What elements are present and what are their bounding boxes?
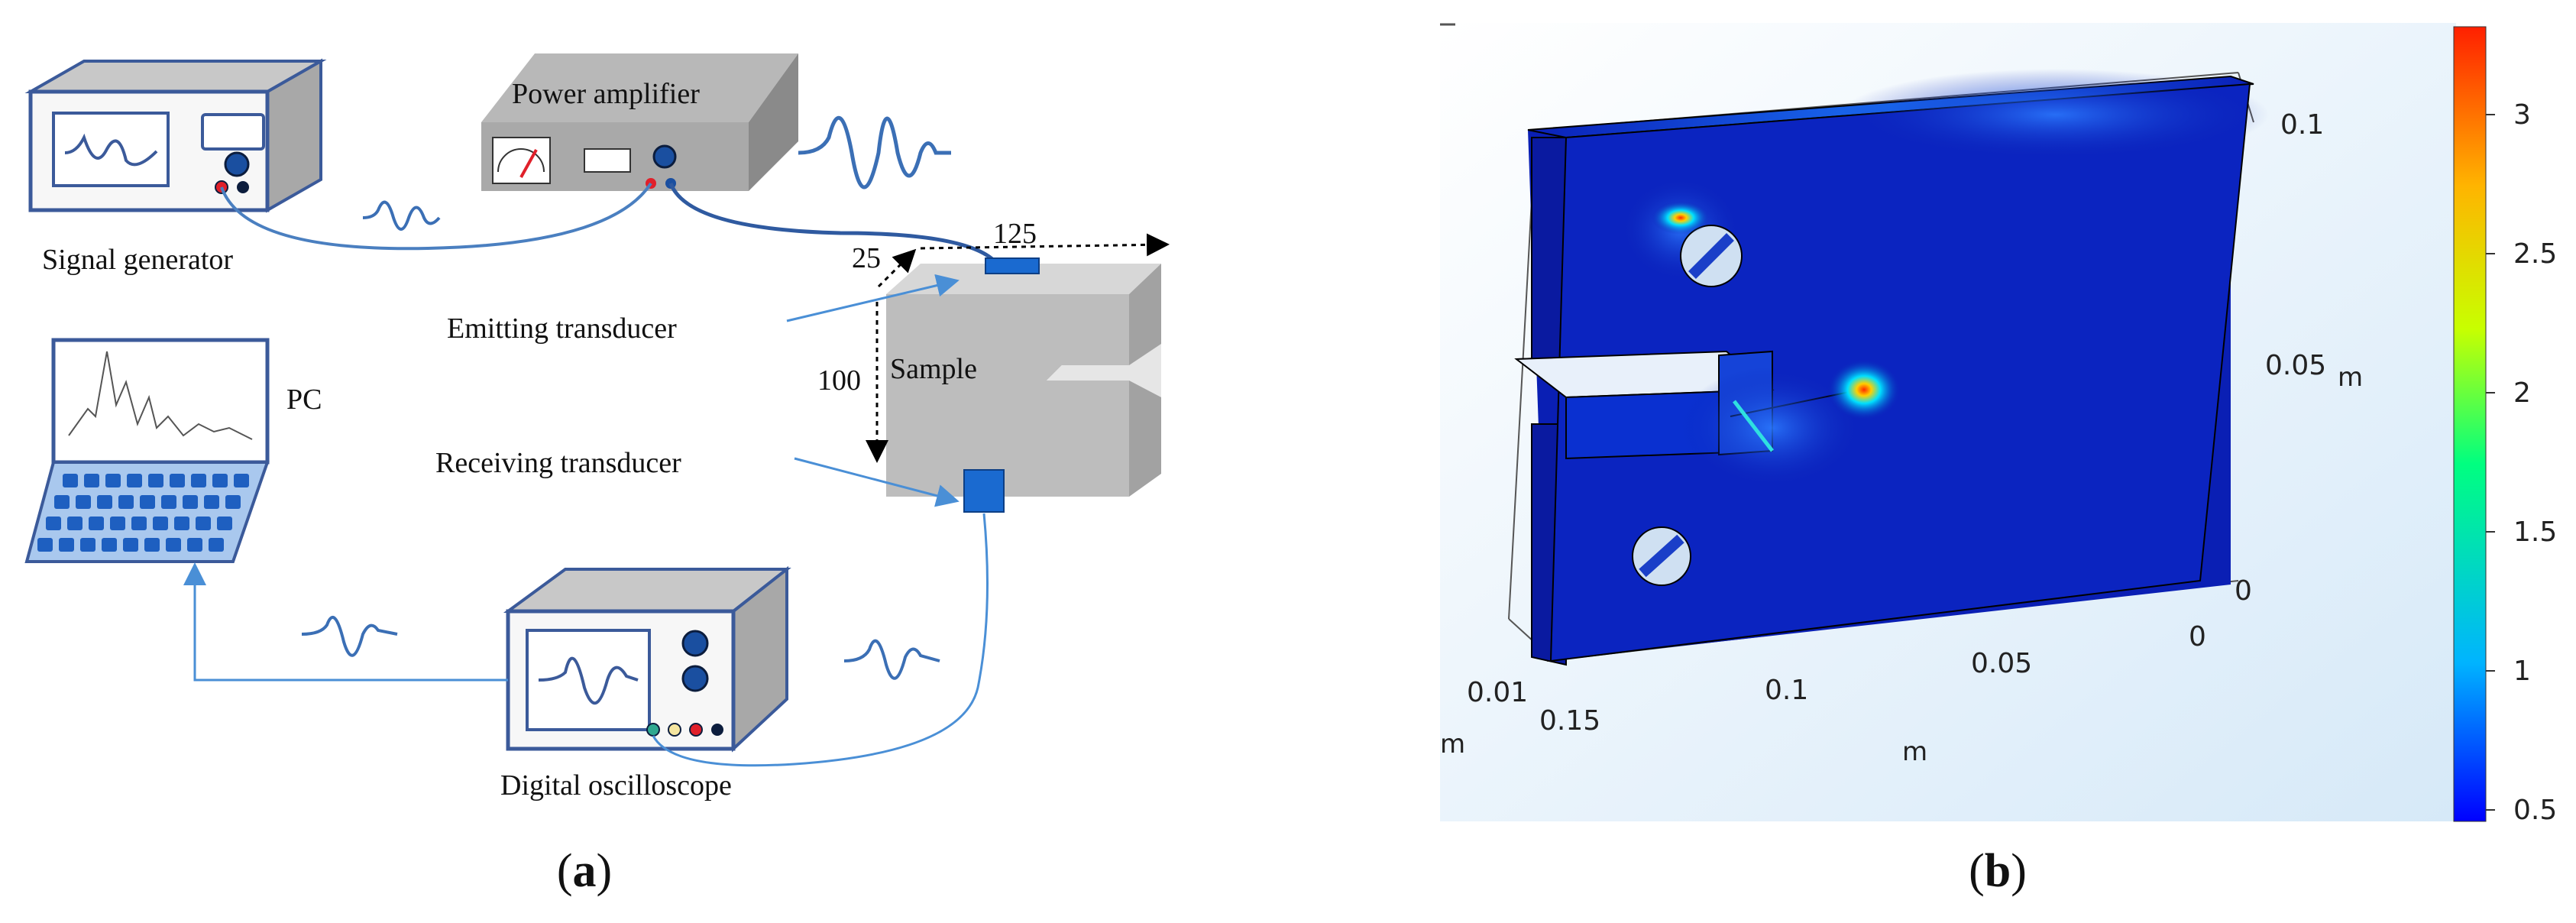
keyboard-key — [196, 517, 211, 530]
colorbar-label-2: 2 — [2513, 377, 2531, 409]
signal-wave-icon — [362, 200, 441, 231]
cable-generator-amplifier — [220, 182, 652, 251]
keyboard-key — [225, 495, 241, 509]
keyboard-key — [174, 517, 189, 530]
digital-oscilloscope-label: Digital oscilloscope — [500, 769, 732, 802]
keyboard-key — [67, 517, 83, 530]
keyboard-keys — [37, 474, 249, 552]
keyboard-key — [46, 517, 61, 530]
keyboard-key — [217, 517, 232, 530]
keyboard-key — [161, 495, 176, 509]
keyboard-key — [127, 474, 142, 487]
amplified-wave-icon — [798, 115, 951, 189]
axis-tick-bottom-1: 0.15 — [1539, 705, 1600, 737]
receiving-pointer — [794, 457, 960, 507]
axis-unit-bottom: m — [1902, 737, 1927, 767]
dimension-height-label: 100 — [817, 364, 861, 397]
keyboard-key — [123, 538, 138, 552]
cable-receiver-oscilloscope — [652, 513, 989, 767]
keyboard-key — [89, 517, 104, 530]
stress-hotspot-hole — [1652, 201, 1710, 235]
axis-tick-bottom-4: 0 — [2189, 621, 2206, 653]
keyboard-key — [54, 495, 70, 509]
pc-laptop — [24, 338, 270, 563]
keyboard-key — [234, 474, 249, 487]
dimension-width-line — [920, 233, 1170, 257]
cable-oscilloscope-pc — [183, 562, 508, 682]
keyboard-key — [80, 538, 95, 552]
signal-generator-device — [24, 58, 327, 213]
signal-generator-label: Signal generator — [42, 244, 233, 276]
keyboard-key — [166, 538, 181, 552]
keyboard-key — [76, 495, 91, 509]
keyboard-key — [148, 474, 163, 487]
colorbar-label-5: 0.5 — [2513, 795, 2557, 826]
colorbar — [2453, 26, 2487, 822]
received-wave-icon — [301, 616, 398, 657]
specimen-model — [1514, 69, 2269, 666]
keyboard-key — [105, 474, 121, 487]
keyboard-key — [191, 474, 206, 487]
keyboard-key — [144, 538, 160, 552]
receiving-transducer-label: Receiving transducer — [435, 447, 681, 479]
keyboard-key — [212, 474, 228, 487]
keyboard-key — [140, 495, 155, 509]
power-amplifier-device — [481, 53, 798, 191]
emitting-pointer — [786, 274, 960, 322]
axis-tick-bottom-2: 0.1 — [1765, 675, 1808, 706]
axis-tick-bottom-3: 0.05 — [1971, 648, 2032, 679]
axis-tick-bottom-0: 0.01 — [1467, 677, 1528, 708]
keyboard-key — [102, 538, 117, 552]
receiving-transducer-block — [963, 469, 1005, 513]
sample-label: Sample — [890, 353, 977, 385]
keyboard-key — [84, 474, 99, 487]
keyboard-key — [110, 517, 125, 530]
dimension-width-label: 125 — [993, 218, 1037, 250]
panel-b-simulation: 0.1 0.05 m 0 0.01 0.15 0.1 0.05 0 m m 3 … — [1440, 23, 2557, 897]
keyboard-key — [204, 495, 219, 509]
stress-hotspot-crack-tip — [1827, 359, 1901, 420]
axis-tick-right-0: 0.1 — [2280, 109, 2324, 141]
keyboard-key — [131, 517, 147, 530]
panel-a-diagram: Signal generator Power amplifier — [24, 53, 1170, 897]
keyboard-key — [183, 495, 198, 509]
colorbar-label-1: 2.5 — [2513, 238, 2557, 270]
keyboard-key — [170, 474, 185, 487]
keyboard-key — [63, 474, 78, 487]
cable-amplifier-emitter — [668, 183, 995, 261]
keyboard-key — [209, 538, 224, 552]
keyboard-key — [118, 495, 134, 509]
colorbar-ticks — [2486, 114, 2495, 811]
colorbar-label-0: 3 — [2513, 99, 2531, 131]
dimension-depth-label: 25 — [852, 242, 881, 274]
emitting-transducer-block — [985, 257, 1040, 274]
keyboard-key — [153, 517, 168, 530]
colorbar-label-3: 1.5 — [2513, 517, 2557, 548]
power-amplifier-label: Power amplifier — [512, 78, 700, 110]
axis-unit-right: m — [2338, 362, 2363, 393]
keyboard-key — [187, 538, 202, 552]
panel-b-caption: (b) — [1969, 845, 2027, 897]
keyboard-key — [37, 538, 53, 552]
keyboard-key — [97, 495, 112, 509]
panel-a-caption: (a) — [557, 845, 612, 897]
colorbar-label-4: 1 — [2513, 656, 2531, 687]
axis-tick-right-2: 0 — [2235, 575, 2252, 607]
oscilloscope-wave-icon — [843, 639, 940, 680]
sample-block — [886, 257, 1161, 513]
axis-tick-right-1: 0.05 — [2265, 350, 2326, 381]
keyboard-key — [59, 538, 74, 552]
dimension-depth-line — [877, 248, 917, 288]
digital-oscilloscope-device — [503, 565, 791, 753]
axis-unit-left: m — [1440, 729, 1465, 759]
pc-label: PC — [286, 384, 322, 416]
emitting-transducer-label: Emitting transducer — [447, 313, 677, 345]
